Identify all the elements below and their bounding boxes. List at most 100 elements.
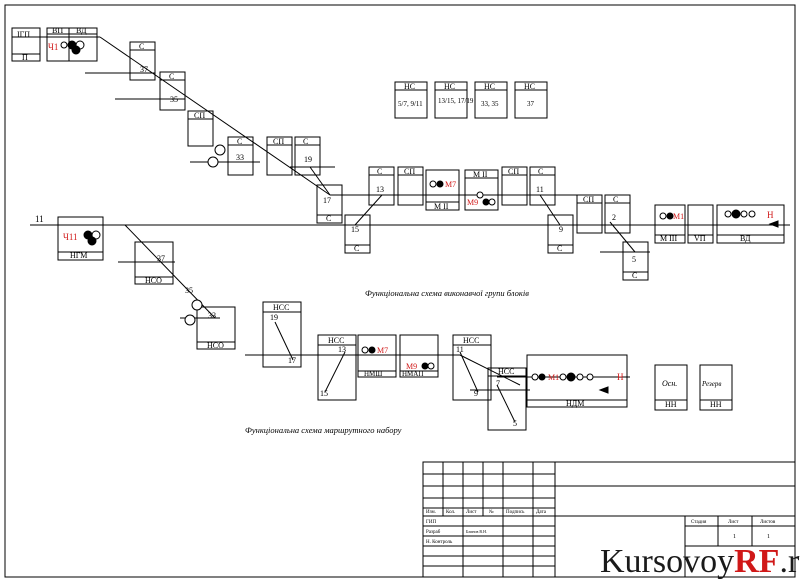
ns1-value: 5/7, 9/11 <box>398 100 423 108</box>
tb-col-3: Лист <box>466 510 477 515</box>
n9-top: 9 <box>559 225 563 234</box>
n17-mid: 17 <box>288 356 296 365</box>
nss13-title: НСС <box>328 336 344 345</box>
s5-box <box>622 241 649 281</box>
igp-label: ІГП <box>17 30 30 39</box>
sp-box-1 <box>187 110 214 147</box>
s33-title: С <box>237 137 242 146</box>
sheet-frame <box>4 4 796 578</box>
ngm-label: НГМ <box>70 251 87 260</box>
s19-title: С <box>303 137 308 146</box>
n-mid: Н <box>617 372 624 382</box>
n13-top: 13 <box>376 185 384 194</box>
n13-mid: 13 <box>338 345 346 354</box>
n-top-right: Н <box>767 210 774 220</box>
vp-label: ВП <box>52 26 63 35</box>
n37-mid: 37 <box>157 254 165 263</box>
n19-top: 19 <box>304 155 312 164</box>
m7-top: М7 <box>445 180 456 189</box>
m1-mid: М1 <box>548 373 559 382</box>
ndm-label: НДМ <box>566 399 584 408</box>
s2-box <box>604 194 631 234</box>
s13-title: С <box>377 167 382 176</box>
ns2-value: 13/15, 17/19 <box>438 97 474 105</box>
ndm-box <box>526 354 628 408</box>
n9-mid: 9 <box>474 389 478 398</box>
nn-osn-box <box>654 364 688 411</box>
nss7-title: НСС <box>498 367 514 376</box>
s19-box <box>294 136 321 176</box>
tb-col-2: Кол. <box>446 510 455 515</box>
vii-label: VП <box>694 234 706 243</box>
n11-left: 11 <box>35 214 44 224</box>
n35-top: 35 <box>170 95 178 104</box>
tb-stage-value-3: 1 <box>767 534 770 540</box>
ns2-title: НС <box>444 82 455 91</box>
nso37-box <box>134 241 174 285</box>
n33-mid: 33 <box>208 311 216 320</box>
nmsh-box <box>357 334 397 378</box>
n11-mid: 11 <box>456 345 464 354</box>
s11-title: С <box>538 167 543 176</box>
ngm-box <box>57 216 104 261</box>
title-block <box>422 461 796 578</box>
tb-row-nkontrol: Н. Контроль <box>426 540 453 545</box>
s17-box <box>316 184 343 224</box>
ns1-title: НС <box>404 82 415 91</box>
ns-box-4 <box>514 81 548 119</box>
n5-mid: 5 <box>513 419 517 428</box>
mii-box-m9 <box>464 169 499 211</box>
n33-top: 33 <box>236 153 244 162</box>
vd-label: ВД <box>76 26 87 35</box>
s35-box <box>159 71 186 111</box>
n19-mid: 19 <box>270 313 278 322</box>
nss7-box <box>487 367 527 431</box>
tb-stage-1: Стадия <box>691 520 707 525</box>
ns-box-3 <box>474 81 508 119</box>
nss19-title: НСС <box>273 303 289 312</box>
caption-route: Функціональна схема маршрутного набору <box>245 425 402 435</box>
miii-label: М ІІІ <box>660 234 677 243</box>
m9-mid: М9 <box>406 362 417 371</box>
osn-label: Осн. <box>662 379 677 388</box>
tb-row-razrab: Разраб <box>426 530 441 535</box>
tb-stage-value-2: 1 <box>733 534 736 540</box>
sp4-title: СП <box>508 167 519 176</box>
rezerv-label: Резерв <box>701 380 721 388</box>
n15-top: 15 <box>351 225 359 234</box>
sp-box-3 <box>397 166 424 206</box>
vd-right-box <box>716 204 785 244</box>
sp3-title: СП <box>404 167 415 176</box>
sp-box-4 <box>501 166 528 206</box>
n11-top: 11 <box>536 185 544 194</box>
watermark: KursovoyRF.ru <box>600 543 800 580</box>
nn-osn-label: НН <box>665 400 677 409</box>
nso33-label: НСО <box>207 341 224 350</box>
vii-box <box>687 204 714 244</box>
mii-box-m7 <box>425 169 460 211</box>
sp-box-5 <box>576 194 603 234</box>
n15-mid: 15 <box>320 389 328 398</box>
miii-box <box>654 204 686 244</box>
tb-stage-2: Лист <box>728 520 739 525</box>
m1-top: М1 <box>673 212 684 221</box>
n7-mid: 7 <box>496 379 500 388</box>
tb-col-5: Подпись <box>506 510 525 515</box>
s2-title: С <box>613 195 618 204</box>
nmap-box <box>399 334 439 378</box>
ns3-value: 33, 35 <box>481 100 499 108</box>
sp5-title: СП <box>583 195 594 204</box>
n35-mid: 35 <box>185 286 193 295</box>
igp-box <box>11 27 41 62</box>
n2-top: 2 <box>612 213 616 222</box>
nmap-label: НМАП <box>402 370 423 378</box>
tb-stage-3: Листов <box>760 520 776 525</box>
s11-box <box>529 166 556 206</box>
ns-box-1 <box>394 81 428 119</box>
s33-box <box>227 136 254 176</box>
ns4-title: НС <box>524 82 535 91</box>
n17-top: 17 <box>323 196 331 205</box>
ns4-value: 37 <box>527 100 535 108</box>
tb-col-4: № <box>489 509 494 515</box>
s13-box <box>368 166 395 206</box>
